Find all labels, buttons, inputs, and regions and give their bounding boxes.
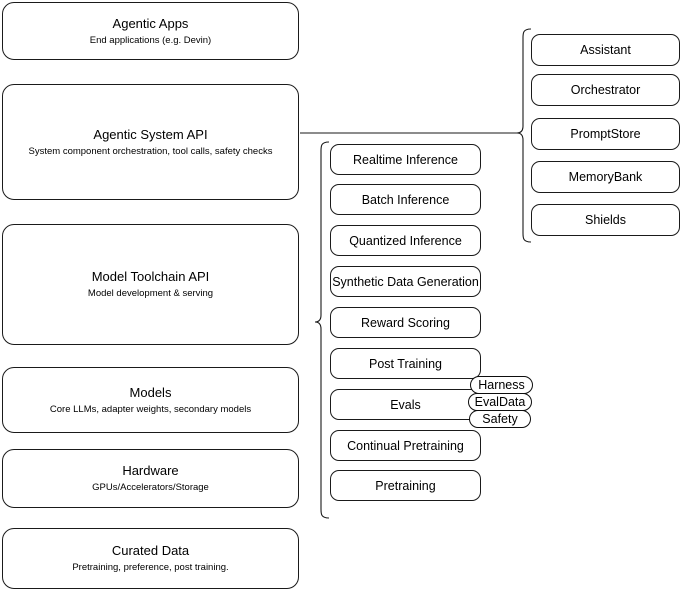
toolchain-item-label: Continual Pretraining <box>347 438 464 453</box>
layer-subtitle: Pretraining, preference, post training. <box>72 562 229 573</box>
toolchain-item-pretraining[interactable]: Pretraining <box>330 470 481 501</box>
toolchain-item-quantized-inference[interactable]: Quantized Inference <box>330 225 481 256</box>
toolchain-item-label: Post Training <box>369 356 442 371</box>
toolchain-item-reward-scoring[interactable]: Reward Scoring <box>330 307 481 338</box>
layer-title: Curated Data <box>111 543 190 558</box>
eval-tag-harness[interactable]: Harness <box>470 376 533 394</box>
toolchain-item-label: Pretraining <box>375 478 436 493</box>
toolchain-item-label: Realtime Inference <box>353 152 458 167</box>
layer-subtitle: System component orchestration, tool cal… <box>28 145 273 157</box>
system-item-assistant[interactable]: Assistant <box>531 34 680 66</box>
toolchain-item-post-training[interactable]: Post Training <box>330 348 481 379</box>
eval-tag-safety[interactable]: Safety <box>469 410 531 428</box>
eval-tag-label: EvalData <box>474 394 526 409</box>
layer-title: Model Toolchain API <box>91 269 210 284</box>
toolchain-item-synthetic-data-generation[interactable]: Synthetic Data Generation <box>330 266 481 297</box>
layer-subtitle: GPUs/Accelerators/Storage <box>92 482 209 493</box>
layer-box-agentic-system-api[interactable]: Agentic System API System component orch… <box>2 84 299 200</box>
system-item-label: MemoryBank <box>568 170 643 184</box>
system-item-label: PromptStore <box>570 127 641 141</box>
layer-title: Hardware <box>122 463 179 478</box>
system-item-label: Assistant <box>580 43 631 57</box>
system-item-shields[interactable]: Shields <box>531 204 680 236</box>
toolchain-item-label: Reward Scoring <box>361 315 450 330</box>
toolchain-item-batch-inference[interactable]: Batch Inference <box>330 184 481 215</box>
eval-tag-label: Harness <box>478 377 525 392</box>
system-item-label: Orchestrator <box>570 83 641 97</box>
layer-title: Agentic Apps <box>112 15 189 31</box>
toolchain-item-realtime-inference[interactable]: Realtime Inference <box>330 144 481 175</box>
layer-box-agentic-apps[interactable]: Agentic Apps End applications (e.g. Devi… <box>2 2 299 60</box>
toolchain-item-label: Evals <box>390 397 421 412</box>
layer-subtitle: End applications (e.g. Devin) <box>89 34 212 46</box>
toolchain-item-label: Quantized Inference <box>349 233 462 248</box>
eval-tag-evaldata[interactable]: EvalData <box>468 393 532 411</box>
system-item-promptstore[interactable]: PromptStore <box>531 118 680 150</box>
toolchain-item-label: Synthetic Data Generation <box>332 274 479 289</box>
layer-title: Models <box>129 384 172 400</box>
layer-box-model-toolchain-api[interactable]: Model Toolchain API Model development & … <box>2 224 299 345</box>
system-item-orchestrator[interactable]: Orchestrator <box>531 74 680 106</box>
layer-box-models[interactable]: Models Core LLMs, adapter weights, secon… <box>2 367 299 433</box>
system-item-memorybank[interactable]: MemoryBank <box>531 161 680 193</box>
layer-box-curated-data[interactable]: Curated Data Pretraining, preference, po… <box>2 528 299 589</box>
toolchain-item-continual-pretraining[interactable]: Continual Pretraining <box>330 430 481 461</box>
eval-tag-label: Safety <box>482 411 518 426</box>
layer-box-hardware[interactable]: Hardware GPUs/Accelerators/Storage <box>2 449 299 508</box>
toolchain-item-evals[interactable]: Evals <box>330 389 481 420</box>
layer-subtitle: Core LLMs, adapter weights, secondary mo… <box>49 403 252 415</box>
layer-subtitle: Model development & serving <box>87 288 214 299</box>
toolchain-item-label: Batch Inference <box>361 192 450 207</box>
layer-title: Agentic System API <box>93 126 208 142</box>
system-item-label: Shields <box>585 213 626 227</box>
